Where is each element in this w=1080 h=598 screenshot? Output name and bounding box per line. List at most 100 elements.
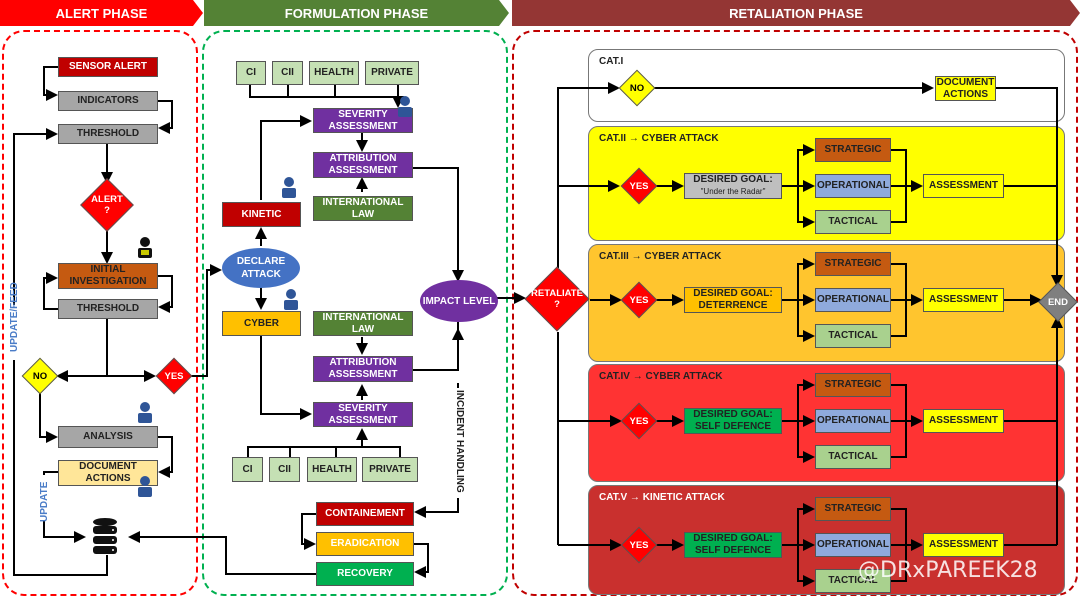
retaliation-phase-panel: [512, 30, 1078, 596]
row-connector: [797, 503, 815, 545]
goal-line-1: DESIRED GOAL:: [693, 174, 773, 185]
cat-4-desired-goal[interactable]: DESIRED GOAL:SELF DEFENCE: [684, 408, 782, 434]
update-label: UPDATE: [39, 481, 50, 522]
attribution-assessment-bottom[interactable]: ATTRIBUTION ASSESSMENT: [313, 356, 413, 382]
analyst-icon: [136, 236, 154, 258]
cat-4-decision-label: YES: [629, 415, 649, 427]
row-connectors: [656, 144, 923, 587]
sector-cii-bottom[interactable]: CII: [269, 457, 300, 482]
sector-ci-top[interactable]: CI: [236, 61, 266, 85]
cat-4-level-tactical[interactable]: TACTICAL: [815, 445, 891, 469]
cat-3-level-tactical[interactable]: TACTICAL: [815, 324, 891, 348]
update-feed-label: UPDATE/FEED: [9, 282, 20, 352]
retaliate-label: RETALIATE ?: [531, 288, 583, 310]
analysis-box[interactable]: ANALYSIS: [58, 426, 158, 448]
yes-label: YES: [164, 370, 184, 382]
goal-line-2: SELF DEFENCE: [694, 545, 772, 556]
incident-handling-label: INCIDENT HANDLING: [454, 390, 465, 493]
row-connector: [797, 421, 815, 463]
alert-decision[interactable]: ALERT ?: [77, 178, 137, 232]
cat-5-level-operational[interactable]: OPERATIONAL: [815, 533, 891, 557]
cat-1-no-decision[interactable]: NO: [618, 69, 656, 107]
cat-1-decision-label: NO: [629, 82, 645, 94]
retaliation-phase-label: RETALIATION PHASE: [729, 5, 863, 21]
cat-3-level-strategic[interactable]: STRATEGIC: [815, 252, 891, 276]
cat-4-level-operational[interactable]: OPERATIONAL: [815, 409, 891, 433]
cat-5-desired-goal[interactable]: DESIRED GOAL:SELF DEFENCE: [684, 532, 782, 558]
row-connector: [797, 300, 815, 342]
cat-4-title: CAT.IV → CYBER ATTACK: [599, 371, 723, 382]
cat-5-decision-label: YES: [629, 539, 649, 551]
impact-level-node[interactable]: IMPACT LEVEL: [420, 280, 498, 322]
cat-2-decision-label: YES: [629, 180, 649, 192]
row-connector: [797, 379, 815, 421]
goal-line-1: DESIRED GOAL:: [693, 409, 773, 420]
cat-1-document-actions[interactable]: DOCUMENT ACTIONS: [935, 76, 996, 101]
analyst-icon: [396, 95, 414, 117]
sector-health-top[interactable]: HEALTH: [309, 61, 359, 85]
cat-3-title: CAT.III → CYBER ATTACK: [599, 251, 722, 262]
watermark: @DRxPAREEK28: [858, 558, 1038, 583]
kinetic-box[interactable]: KINETIC: [222, 202, 301, 227]
retaliate-decision[interactable]: RETALIATE ?: [524, 266, 590, 332]
cat-2-level-strategic[interactable]: STRATEGIC: [815, 138, 891, 162]
cat-5-yes-decision[interactable]: YES: [620, 526, 658, 564]
international-law-top[interactable]: INTERNATIONAL LAW: [313, 196, 413, 221]
row-connector: [797, 545, 815, 587]
alert-decision-label: ALERT ?: [91, 194, 123, 216]
cat-4-assessment[interactable]: ASSESSMENT: [923, 409, 1004, 433]
cat-3-decision-label: YES: [629, 294, 649, 306]
initial-investigation-box[interactable]: INITIAL INVESTIGATION: [58, 263, 158, 289]
declare-attack-node[interactable]: DECLARE ATTACK: [222, 248, 300, 288]
alert-phase-panel: [2, 30, 198, 596]
alert-phase-banner: ALERT PHASE: [0, 0, 203, 26]
cat-5-level-tactical[interactable]: TACTICAL: [815, 569, 891, 593]
end-node[interactable]: END: [1038, 282, 1078, 322]
cat-3-assessment[interactable]: ASSESSMENT: [923, 288, 1004, 312]
alert-phase-label: ALERT PHASE: [55, 5, 148, 21]
goal-line-1: DESIRED GOAL:: [693, 533, 773, 544]
cat-3-yes-decision[interactable]: YES: [620, 281, 658, 319]
sector-ci-bottom[interactable]: CI: [232, 457, 263, 482]
cat-2-desired-goal[interactable]: DESIRED GOAL: "Under the Radar": [684, 173, 782, 199]
sector-private-bottom[interactable]: PRIVATE: [362, 457, 418, 482]
cat-1-title: CAT.I: [599, 56, 624, 67]
cat-2-yes-decision[interactable]: YES: [620, 167, 658, 205]
sensor-alert-box[interactable]: SENSOR ALERT: [58, 57, 158, 77]
sector-cii-top[interactable]: CII: [272, 61, 303, 85]
cat-5-level-strategic[interactable]: STRATEGIC: [815, 497, 891, 521]
cyber-box[interactable]: CYBER: [222, 311, 301, 336]
threshold-box-1[interactable]: THRESHOLD: [58, 124, 158, 144]
cat-3-desired-goal[interactable]: DESIRED GOAL:DETERRENCE: [684, 287, 782, 313]
cat-5-assessment[interactable]: ASSESSMENT: [923, 533, 1004, 557]
yes-decision[interactable]: YES: [155, 357, 193, 395]
soldier-icon: [280, 176, 298, 198]
sector-private-top[interactable]: PRIVATE: [365, 61, 419, 85]
goal-line-1: DESIRED GOAL:: [693, 288, 773, 299]
cat-2-level-operational[interactable]: OPERATIONAL: [815, 174, 891, 198]
international-law-bottom[interactable]: INTERNATIONAL LAW: [313, 311, 413, 336]
attribution-assessment-top[interactable]: ATTRIBUTION ASSESSMENT: [313, 152, 413, 178]
containement-box[interactable]: CONTAINEMENT: [316, 502, 414, 526]
threshold-box-2[interactable]: THRESHOLD: [58, 299, 158, 319]
official-icon: [282, 288, 300, 310]
eradication-box[interactable]: ERADICATION: [316, 532, 414, 556]
goal-line-2: "Under the Radar": [700, 187, 766, 196]
formulation-phase-banner: FORMULATION PHASE: [204, 0, 509, 26]
severity-assessment-top[interactable]: SEVERITY ASSESSMENT: [313, 108, 413, 133]
severity-assessment-bottom[interactable]: SEVERITY ASSESSMENT: [313, 402, 413, 427]
cat-4-level-strategic[interactable]: STRATEGIC: [815, 373, 891, 397]
recovery-box[interactable]: RECOVERY: [316, 562, 414, 586]
analyst-icon: [136, 401, 154, 423]
end-label: END: [1047, 296, 1069, 308]
sector-health-bottom[interactable]: HEALTH: [307, 457, 357, 482]
no-decision[interactable]: NO: [21, 357, 59, 395]
cat-2-assessment[interactable]: ASSESSMENT: [923, 174, 1004, 198]
formulation-phase-label: FORMULATION PHASE: [284, 5, 429, 21]
retaliation-phase-banner: RETALIATION PHASE: [512, 0, 1080, 26]
indicators-box[interactable]: INDICATORS: [58, 91, 158, 111]
no-label: NO: [32, 370, 48, 382]
cat-2-level-tactical[interactable]: TACTICAL: [815, 210, 891, 234]
cat-3-level-operational[interactable]: OPERATIONAL: [815, 288, 891, 312]
cat-4-yes-decision[interactable]: YES: [620, 402, 658, 440]
